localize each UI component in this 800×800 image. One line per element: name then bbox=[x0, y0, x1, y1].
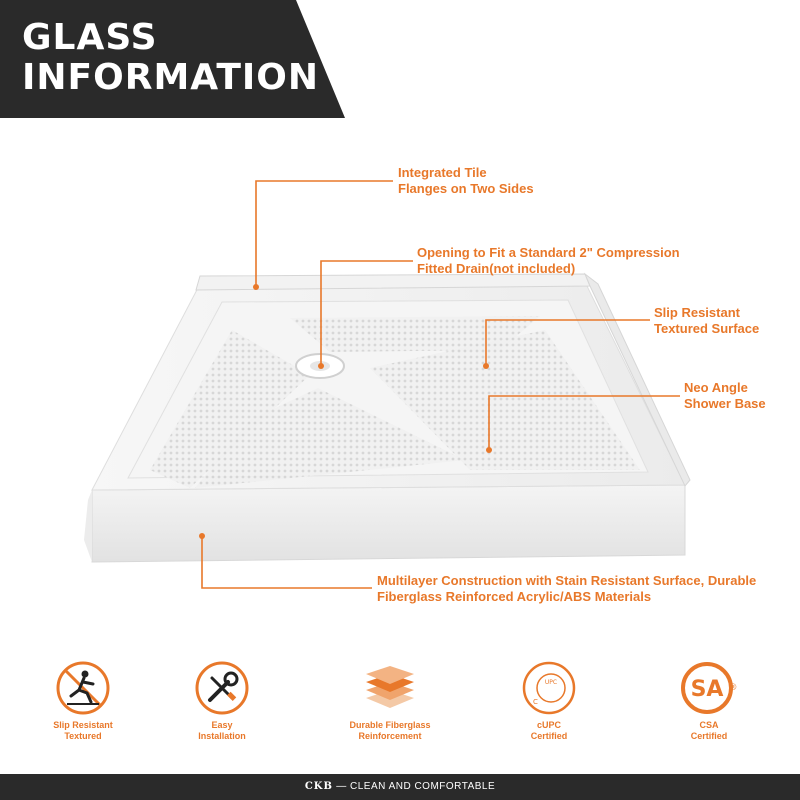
brand-logo: CKB bbox=[304, 781, 333, 792]
cupc-ring-text: UPC bbox=[545, 679, 557, 686]
feature-label-line: Reinforcement bbox=[358, 731, 422, 741]
banner-title-line-1: GLASS bbox=[22, 17, 158, 58]
textured-region-back bbox=[290, 316, 540, 352]
callout-line: Integrated Tile bbox=[398, 165, 487, 180]
callout-line: Flanges on Two Sides bbox=[398, 181, 534, 196]
feature-fiberglass-reinforcement: Durable Fiberglass Reinforcement bbox=[335, 660, 445, 742]
no-slip-icon bbox=[56, 661, 110, 715]
feature-label-line: Installation bbox=[198, 731, 246, 741]
feature-slip-resistant: Slip Resistant Textured bbox=[28, 660, 138, 742]
callout-slip-resistant: Slip Resistant Textured Surface bbox=[654, 305, 759, 337]
callout-tile-flanges: Integrated Tile Flanges on Two Sides bbox=[398, 165, 534, 197]
feature-label: cUPC Certified bbox=[494, 720, 604, 742]
layers-icon bbox=[366, 666, 414, 708]
feature-label-line: Slip Resistant bbox=[53, 720, 113, 730]
footer-tagline: — CLEAN AND COMFORTABLE bbox=[336, 781, 496, 792]
tools-icon bbox=[195, 661, 249, 715]
callout-line: Fitted Drain(not included) bbox=[417, 261, 576, 276]
cupc-c-text: C bbox=[533, 698, 538, 706]
feature-label: Slip Resistant Textured bbox=[28, 720, 138, 742]
callout-line: Opening to Fit a Standard 2" Compression bbox=[417, 245, 680, 260]
banner-title-line-2: INFORMATION bbox=[22, 57, 320, 98]
callout-drain-opening: Opening to Fit a Standard 2" Compression… bbox=[417, 245, 680, 277]
feature-label-line: Textured bbox=[64, 731, 102, 741]
csa-mark-text: SA bbox=[691, 677, 724, 702]
header-banner: GLASS INFORMATION bbox=[0, 0, 345, 118]
callout-line: Neo Angle bbox=[684, 380, 748, 395]
feature-label-line: CSA bbox=[699, 720, 719, 730]
callout-line: Slip Resistant bbox=[654, 305, 740, 320]
feature-label-line: Durable Fiberglass bbox=[349, 720, 431, 730]
callout-line: Fiberglass Reinforced Acrylic/ABS Materi… bbox=[377, 589, 652, 604]
callout-line: Multilayer Construction with Stain Resis… bbox=[377, 573, 757, 588]
feature-label-line: Certified bbox=[690, 731, 728, 741]
textured-region-front bbox=[195, 388, 465, 488]
registered-mark: ® bbox=[729, 683, 738, 693]
callout-line: Textured Surface bbox=[654, 321, 760, 336]
csa-icon: SA ® bbox=[681, 662, 738, 714]
callout-leader-lines bbox=[201, 180, 680, 589]
feature-easy-installation: Easy Installation bbox=[167, 660, 277, 742]
callout-multilayer-construction: Multilayer Construction with Stain Resis… bbox=[377, 573, 756, 605]
feature-cupc-certified: UPC C cUPC Certified bbox=[494, 660, 604, 742]
textured-region-left bbox=[150, 330, 310, 488]
base-front-face bbox=[91, 484, 686, 563]
callout-neo-angle: Neo Angle Shower Base bbox=[684, 380, 766, 412]
feature-label-line: Easy bbox=[211, 720, 233, 730]
feature-label: Easy Installation bbox=[167, 720, 277, 742]
textured-region-right bbox=[370, 330, 640, 470]
feature-csa-certified: SA ® CSA Certified bbox=[654, 660, 764, 742]
callout-anchor-dots bbox=[199, 284, 492, 539]
tile-flange-right bbox=[583, 272, 691, 487]
feature-label-line: Certified bbox=[530, 731, 568, 741]
cupc-icon: UPC C bbox=[522, 661, 576, 715]
feature-label: Durable Fiberglass Reinforcement bbox=[335, 720, 445, 742]
callout-line: Shower Base bbox=[684, 396, 766, 411]
feature-label-line: cUPC bbox=[536, 720, 561, 730]
feature-label: CSA Certified bbox=[654, 720, 764, 742]
footer-bar: CKB — CLEAN AND COMFORTABLE bbox=[0, 774, 800, 800]
base-left-side bbox=[84, 490, 92, 562]
